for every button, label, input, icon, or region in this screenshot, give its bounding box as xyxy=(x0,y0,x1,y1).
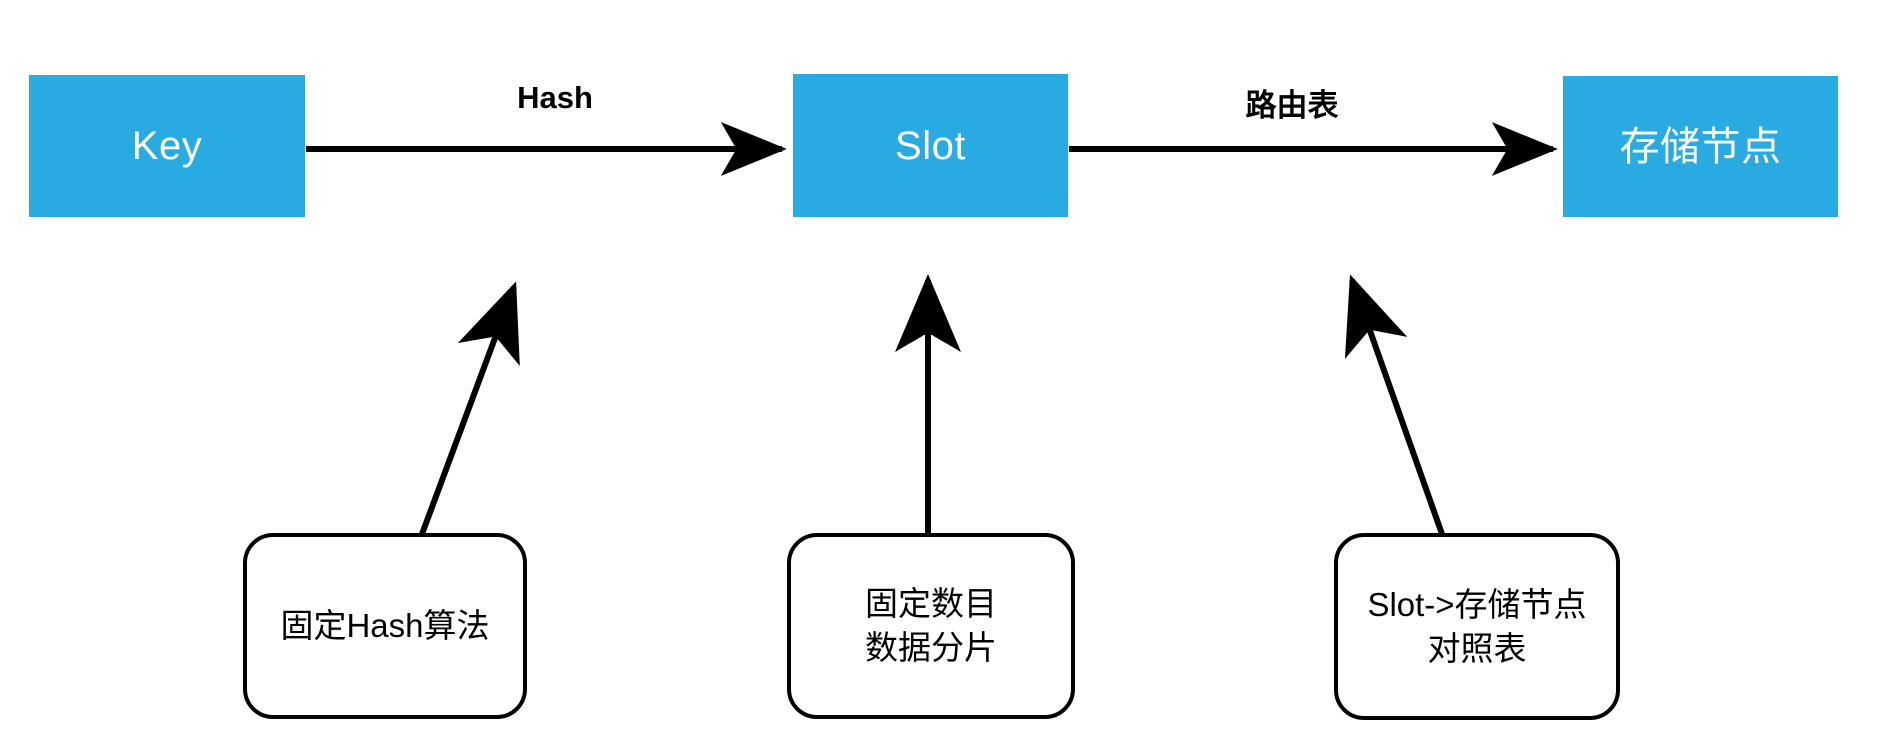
note-box-fixed-count-sharding[interactable]: 固定数目 数据分片 xyxy=(787,533,1075,719)
note-box-fixed-hash-algorithm-text: 固定Hash算法 xyxy=(280,604,489,648)
edge-label-hash: Hash xyxy=(517,80,593,115)
node-slot[interactable]: Slot xyxy=(793,74,1068,217)
note-box-slot-to-node-mapping[interactable]: Slot->存储节点 对照表 xyxy=(1334,533,1620,720)
note-line: 数据分片 xyxy=(865,629,997,666)
note-box-slot-to-node-mapping-text: Slot->存储节点 对照表 xyxy=(1367,583,1586,670)
connector-note-route xyxy=(1344,274,1445,536)
note-line: 固定Hash算法 xyxy=(280,607,490,645)
node-slot-label: Slot xyxy=(895,123,966,168)
edge-label-route-table: 路由表 xyxy=(1245,88,1339,123)
note-line: 对照表 xyxy=(1427,629,1527,667)
note-box-fixed-count-sharding-text: 固定数目 数据分片 xyxy=(865,582,997,669)
note-line: Slot->存储节点 xyxy=(1367,585,1587,623)
note-box-fixed-hash-algorithm[interactable]: 固定Hash算法 xyxy=(243,533,527,719)
node-storage-node[interactable]: 存储节点 xyxy=(1563,76,1838,217)
node-key-label: Key xyxy=(131,124,203,168)
note-line: 固定数目 xyxy=(865,585,997,623)
node-storage-node-label: 存储节点 xyxy=(1619,124,1782,169)
connector-note-hash xyxy=(419,281,520,536)
node-key[interactable]: Key xyxy=(29,75,305,217)
